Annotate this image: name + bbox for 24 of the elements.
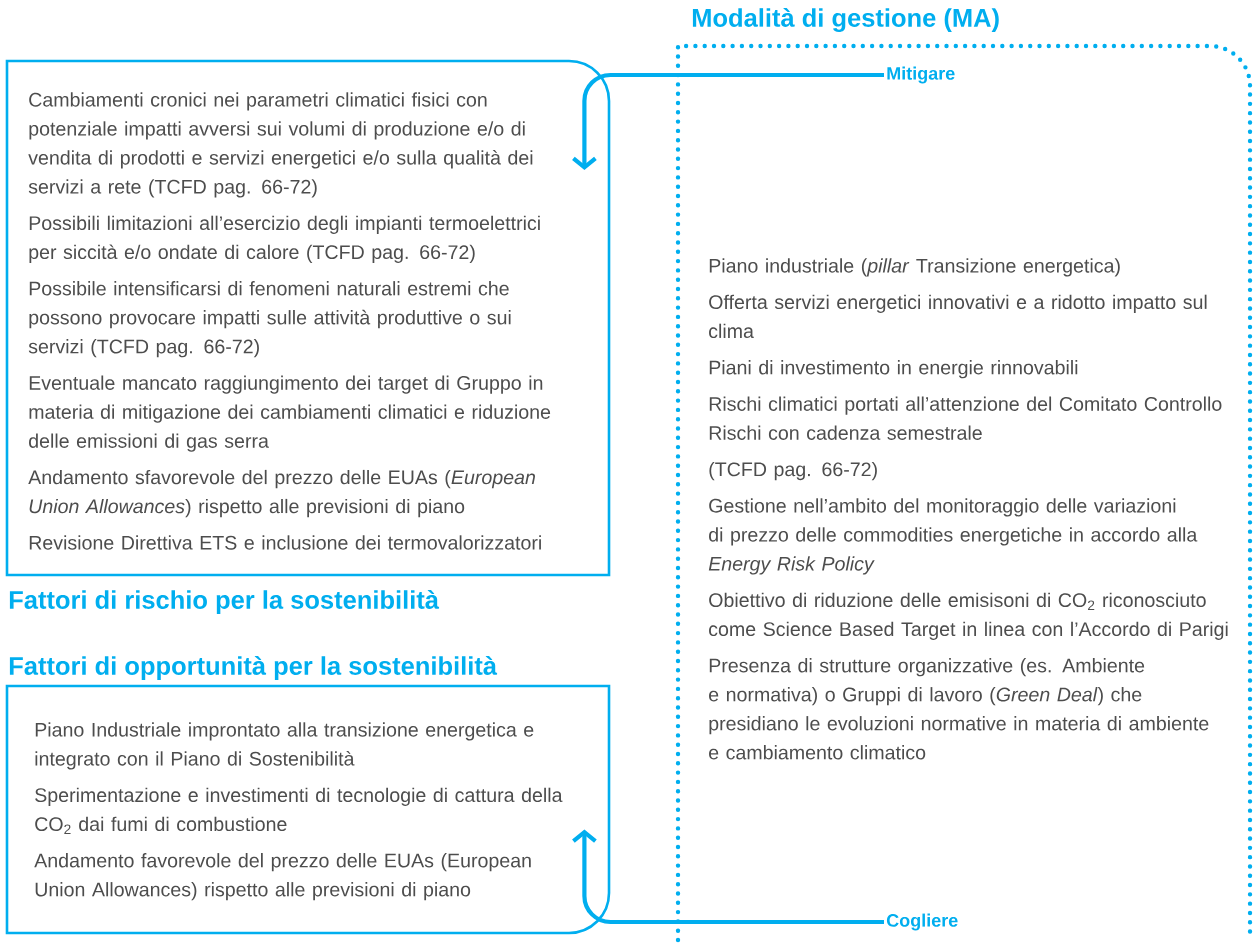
arrow-label: Mitigare: [887, 66, 955, 84]
arrow: [572, 829, 884, 925]
panel-heading: Fattori di rischio per la sostenibilità: [9, 590, 440, 614]
list-item: Piano Industriale improntato alla transizione energetica e integrato con il Piano di Sostenibilità: [35, 722, 534, 770]
list-item: Piani di investimento in energie rinnovabili: [709, 360, 1078, 379]
list-item: Obiettivo di riduzione delle emisisoni di CO$_{2}$ riconosciuto come Science Based Target in linea con l’Accordo di Parigi: [709, 592, 1228, 640]
panel-heading: Modalità di gestione (MA): [692, 7, 999, 33]
list-item: Possibile intensificarsi di fenomeni naturali estremi che possono provocare impatti sulle attività produttive o sui servizi (TCFD pag. 66-72): [28, 281, 511, 358]
list-item: Piano industriale (pillar Transizione energetica): [709, 258, 1120, 277]
list-item: Revisione Direttiva ETS e inclusione dei termovalorizzatori: [29, 535, 541, 550]
list-item: Sperimentazione e investimenti di tecnologie di cattura della CO$_{2}$ dai fumi di combustione: [35, 787, 563, 834]
list-item: Offerta servizi energetici innovativi e a ridotto impatto sul clima: [709, 294, 1207, 339]
list-item: Presenza di strutture organizzative (es. Ambiente e normativa) o Gruppi di lavoro (Green Deal) che presidiano le evoluzioni normative in materia di ambiente e cambiamento climatico: [709, 658, 1209, 760]
list-item: Andamento favorevole del prezzo delle EUAs (European Union Allowances) rispetto alle previsioni di piano: [34, 853, 531, 901]
list-item: Cambiamenti cronici nei parametri climatici fisici con potenziale impatti avversi sui volumi di produzione e/o di vendita di prodotti e servizi energetici e/o sulla qualità dei servizi a rete (TCFD pag. 66-72): [28, 92, 533, 198]
list-item: (TCFD pag. 66-72): [709, 461, 877, 481]
list-item: Andamento sfavorevole del prezzo delle EUAs (European Union Allowances) rispetto alle previsioni di piano: [28, 469, 535, 518]
arrow-label: Cogliere: [886, 913, 958, 931]
arrow: [572, 72, 884, 170]
panel-heading: Fattori di opportunità per la sostenibilità: [9, 656, 498, 680]
list-item: Rischi climatici portati all’attenzione del Comitato Controllo Rischi con cadenza semestrale: [709, 396, 1222, 440]
list-item: Gestione nell’ambito del monitoraggio delle variazioni di prezzo delle commodities energetiche in accordo alla Energy Risk Policy: [708, 498, 1198, 575]
list-item: Eventuale mancato raggiungimento dei target di Gruppo in materia di mitigazione dei cambiamenti climatici e riduzione delle emissioni di gas serra: [29, 375, 551, 452]
list-item: Possibili limitazioni all’esercizio degli impianti termoelettrici per siccità e/o ondate di calore (TCFD pag. 66-72): [29, 215, 540, 263]
